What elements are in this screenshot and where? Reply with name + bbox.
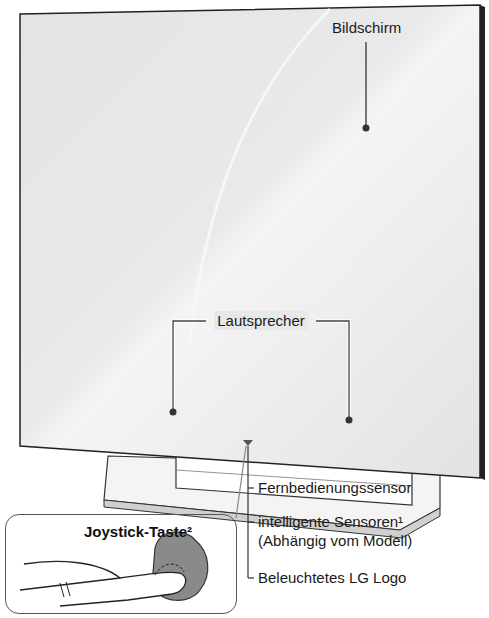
speaker-dot	[346, 417, 353, 424]
sensor-mark	[243, 440, 253, 446]
inset-box: Joystick-Taste²	[5, 514, 237, 614]
part-label: Lautsprecher	[214, 311, 308, 330]
button-label: Joystick-Taste²	[84, 523, 192, 540]
leader-line	[236, 446, 254, 578]
part-label: Fernbedienungssensor	[258, 478, 411, 497]
hand-joystick	[20, 532, 208, 606]
leader-dot	[363, 125, 370, 132]
part-label: intelligente Sensoren¹ (Abhängig vom Mod…	[258, 512, 430, 550]
speaker-bracket-outline	[173, 321, 349, 420]
speaker-dot	[170, 409, 177, 416]
part-label: Beleuchtetes LG Logo	[258, 568, 406, 587]
leader-line	[365, 42, 366, 126]
part-label: Bildschirm	[332, 18, 401, 37]
speaker-bracket	[173, 321, 349, 420]
screen	[20, 5, 485, 480]
